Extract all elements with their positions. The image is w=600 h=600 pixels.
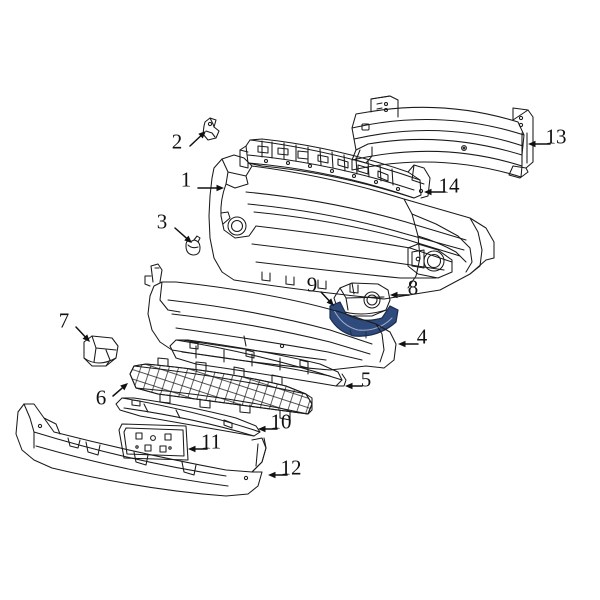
part-14-bumper-energy-absorber-foam (239, 138, 431, 199)
callout-number-3[interactable]: 3 (156, 209, 168, 234)
callout-arrowhead-13 (528, 140, 536, 148)
callout-arrowhead-8 (390, 291, 398, 299)
part-12-lower-spoiler-valance-panel (15, 403, 267, 497)
callout-number-4[interactable]: 4 (416, 324, 428, 349)
callout-arrowhead-12 (268, 471, 276, 479)
part-5-lower-valance-edge-trim (169, 339, 347, 387)
callout-leader-line-9 (320, 291, 330, 302)
callout-arrowhead-4 (398, 340, 406, 348)
part-7-tow-hook-eye-cover-cap (83, 335, 119, 367)
callout-number-2[interactable]: 2 (171, 129, 183, 154)
callout-arrowhead-14 (424, 188, 432, 196)
callout-arrowhead-9 (326, 298, 334, 306)
part-6-lower-grille-mesh-insert (129, 357, 313, 421)
callout-number-11[interactable]: 11 (200, 429, 222, 454)
part-1-front-bumper-cover-fascia (208, 154, 495, 300)
callout-leader-line-6 (112, 387, 124, 397)
callout-number-5[interactable]: 5 (360, 367, 372, 392)
part-9-fog-lamp-bezel-lower-molding-highlighted (329, 301, 399, 339)
callout-arrowhead-10 (258, 425, 266, 433)
callout-number-9[interactable]: 9 (306, 272, 318, 297)
part-11-license-plate-bracket (118, 423, 189, 461)
callout-leader-line-3 (174, 227, 188, 239)
callout-number-7[interactable]: 7 (58, 308, 70, 333)
callout-number-13[interactable]: 13 (545, 124, 567, 149)
part-3-push-pin-clip-retainer (185, 235, 201, 256)
callout-arrowhead-1 (216, 184, 224, 192)
callout-number-14[interactable]: 14 (438, 173, 460, 198)
callout-number-12[interactable]: 12 (280, 455, 302, 480)
callout-leader-line-7 (75, 326, 86, 338)
callout-arrowhead-5 (345, 382, 353, 390)
callout-arrowhead-7 (82, 334, 90, 342)
callout-number-1[interactable]: 1 (180, 167, 192, 192)
callout-arrowhead-3 (184, 235, 192, 243)
callout-arrowhead-6 (120, 383, 128, 391)
callout-number-8[interactable]: 8 (407, 275, 419, 300)
callout-number-10[interactable]: 10 (270, 409, 292, 434)
part-13-bumper-reinforcement-beam (351, 95, 534, 179)
callout-number-6[interactable]: 6 (95, 385, 107, 410)
part-2-bracket-upper-retainer (202, 117, 220, 141)
callout-leader-line-2 (189, 135, 202, 147)
callout-arrowhead-11 (188, 445, 196, 453)
callout-arrowhead-2 (198, 131, 206, 139)
